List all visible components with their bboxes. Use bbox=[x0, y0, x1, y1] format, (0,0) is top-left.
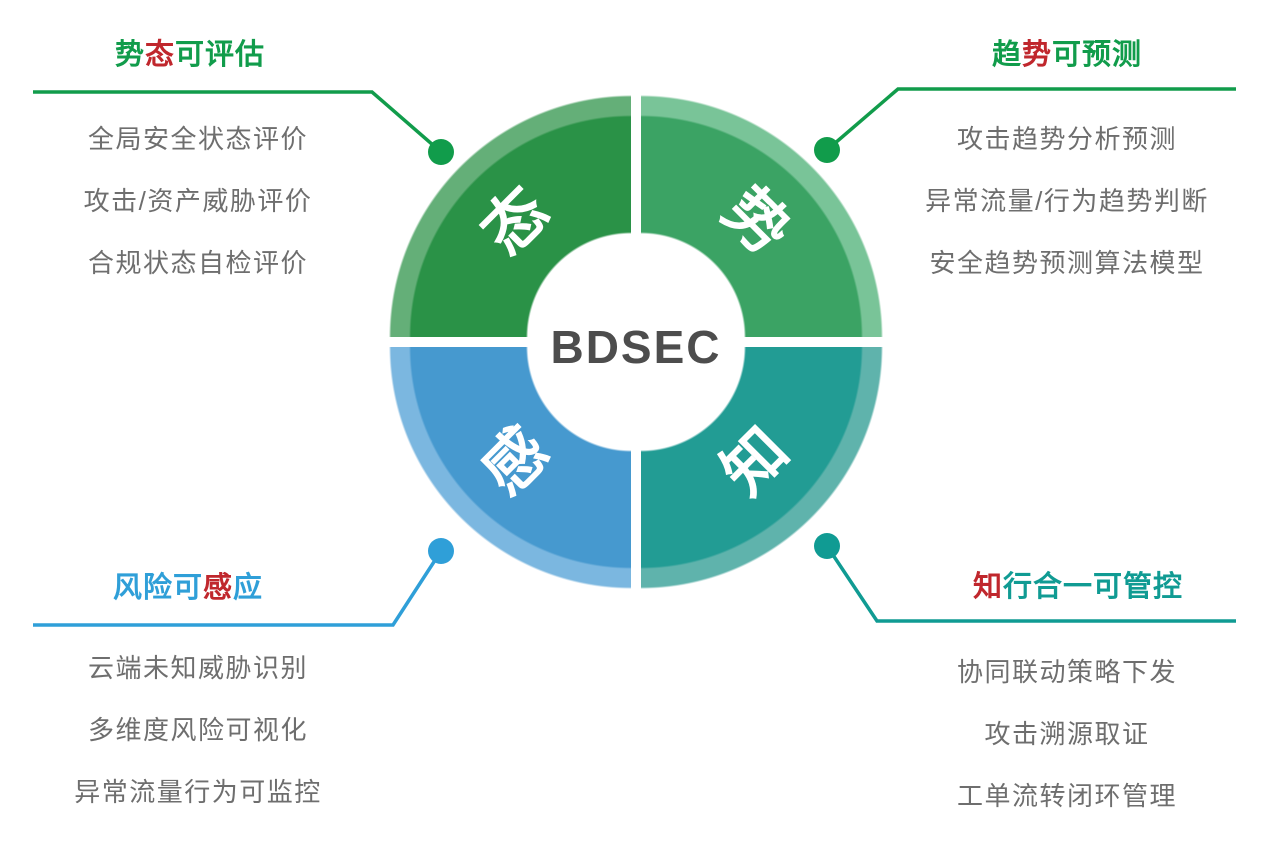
list-item: 安全趋势预测算法模型 bbox=[929, 248, 1205, 278]
title-part: 行合一可管控 bbox=[1003, 571, 1184, 603]
section-title-situation-assess: 势态可评估 bbox=[50, 31, 330, 73]
title-part: 可评估 bbox=[175, 39, 266, 71]
list-item: 全局安全状态评价 bbox=[87, 124, 308, 154]
list-item: 攻击/资产威胁评价 bbox=[83, 186, 313, 216]
title-part-accent: 势 bbox=[1021, 39, 1052, 71]
list-item: 协同联动策略下发 bbox=[956, 657, 1177, 687]
title-part-accent: 知 bbox=[972, 571, 1003, 603]
title-part: 应 bbox=[233, 572, 264, 604]
section-list-trend-predict: 攻击趋势分析预测 异常流量/行为趋势判断 安全趋势预测算法模型 bbox=[902, 126, 1232, 312]
title-part: 风险可 bbox=[112, 572, 203, 604]
section-list-situation-assess: 全局安全状态评价 攻击/资产威胁评价 合规状态自检评价 bbox=[33, 126, 363, 312]
list-item: 工单流转闭环管理 bbox=[956, 781, 1177, 811]
section-title-trend-predict: 趋势可预测 bbox=[927, 31, 1207, 73]
list-item: 多维度风险可视化 bbox=[87, 715, 308, 745]
section-list-knowledge-control: 协同联动策略下发 攻击溯源取证 工单流转闭环管理 bbox=[902, 659, 1232, 845]
title-part-accent: 感 bbox=[202, 572, 233, 604]
list-item: 攻击趋势分析预测 bbox=[956, 124, 1177, 154]
list-item: 异常流量行为可监控 bbox=[74, 777, 322, 807]
list-item: 云端未知威胁识别 bbox=[87, 653, 308, 683]
list-item: 合规状态自检评价 bbox=[87, 248, 308, 278]
section-title-risk-sense: 风险可感应 bbox=[48, 564, 328, 606]
list-item: 攻击溯源取证 bbox=[984, 719, 1150, 749]
title-part: 势 bbox=[114, 39, 145, 71]
center-label: BDSEC bbox=[550, 321, 722, 373]
title-part: 趋 bbox=[991, 39, 1022, 71]
section-list-risk-sense: 云端未知威胁识别 多维度风险可视化 异常流量行为可监控 bbox=[33, 655, 363, 841]
title-part-accent: 态 bbox=[144, 39, 175, 71]
section-title-knowledge-control: 知行合一可管控 bbox=[938, 563, 1218, 605]
title-part: 可预测 bbox=[1052, 39, 1143, 71]
list-item: 异常流量/行为趋势判断 bbox=[925, 186, 1209, 216]
